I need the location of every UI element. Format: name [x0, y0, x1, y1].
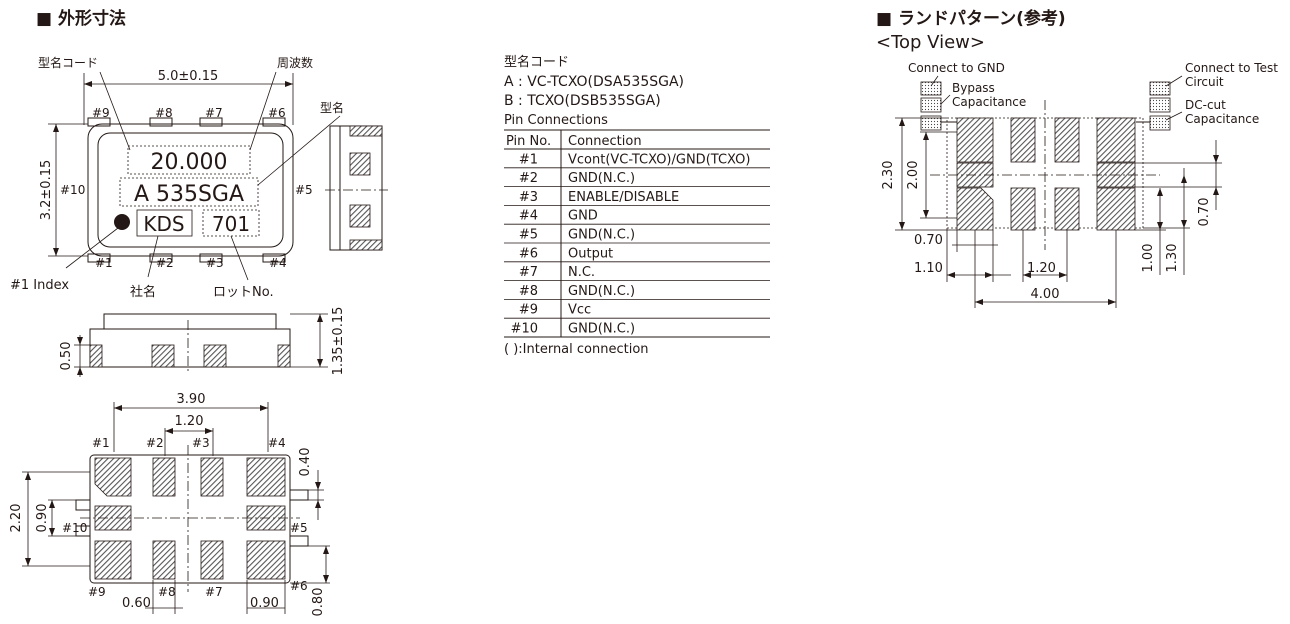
right-side-view	[325, 125, 388, 251]
model-code-label: 型名コード	[38, 55, 98, 70]
land-dim-130: 1.30	[1165, 244, 1180, 273]
pin-table-cell-connection: GND(N.C.)	[568, 284, 635, 299]
bottom-pin-4: #4	[268, 436, 286, 450]
pin-table-header-connection: Connection	[568, 134, 642, 149]
land-pattern: Connect to GND Bypass Capacitance Connec…	[881, 61, 1278, 308]
bottom-pad-w-dim: 0.60	[122, 596, 151, 611]
bottom-pin-7: #7	[205, 585, 223, 599]
bottom-pin-6: #6	[290, 579, 308, 593]
pin-table-cell-pin: #4	[519, 209, 538, 224]
land-subtitle: <Top View>	[876, 32, 985, 53]
frequency-label: 周波数	[277, 55, 313, 70]
top-pin-2: #2	[156, 256, 174, 270]
top-pin-1: #1	[95, 256, 113, 270]
bottom-pin-8: #8	[158, 585, 176, 599]
bottom-pin-9: #9	[88, 585, 106, 599]
pin-table-header-pin: Pin No.	[506, 134, 551, 149]
marking-lot: 701	[212, 212, 250, 236]
land-dim-400: 4.00	[1031, 287, 1060, 302]
top-pin-3: #3	[206, 256, 224, 270]
pin-table: Pin Connections Pin No. Connection #1 Vco…	[504, 113, 770, 357]
pin-table-cell-pin: #3	[519, 190, 538, 205]
bottom-pin-5: #5	[290, 521, 308, 535]
top-height-dim: 3.2±0.15	[39, 160, 54, 221]
bypass-label-2: Capacitance	[952, 95, 1026, 109]
bottom-pitch-dim: 1.20	[175, 414, 204, 429]
lot-label: ロットNo.	[213, 285, 274, 300]
top-pin-4: #4	[269, 256, 287, 270]
pin-table-cell-pin: #9	[519, 303, 538, 318]
pin-table-cell-connection: GND	[568, 209, 598, 224]
top-view: 型名コード 周波数 型名 5.0±0.15 3.2±0.15 #9 #8 #7 …	[10, 55, 344, 300]
bottom-pad-h-dim: 0.40	[298, 448, 313, 477]
bottom-view: 3.90 1.20 #1 #2 #3 #4 #10 #5 #9 #8	[9, 392, 330, 616]
land-dim-230: 2.30	[881, 161, 896, 190]
land-dim-070v: 0.70	[1197, 198, 1212, 227]
bottom-pin-3: #3	[192, 436, 210, 450]
bottom-height-dim: 2.20	[9, 504, 24, 533]
dccut-label-2: Capacitance	[1185, 112, 1259, 126]
bottom-center-dim: 0.90	[35, 504, 50, 533]
test-label-2: Circuit	[1185, 75, 1224, 89]
top-pin-5: #5	[295, 183, 313, 197]
connect-gnd-label: Connect to GND	[908, 61, 1005, 75]
test-label-1: Connect to Test	[1185, 61, 1278, 75]
land-title: ■ ランドパターン(参考)	[876, 8, 1066, 29]
pin-table-cell-connection: GND(N.C.)	[568, 228, 635, 243]
land-dim-070h: 0.70	[914, 233, 943, 248]
outline-title: ■ 外形寸法	[36, 8, 126, 29]
pin-table-cell-connection: Output	[568, 246, 613, 261]
maker-label: 社名	[130, 284, 156, 300]
pin-table-cell-connection: ENABLE/DISABLE	[568, 190, 679, 205]
model-code-heading: 型名コード	[504, 54, 569, 70]
side-pad-height-dim: 0.50	[59, 342, 74, 371]
model-code-b: B : TCXO(DSB535SGA)	[504, 93, 661, 109]
land-dim-100: 1.00	[1141, 244, 1156, 273]
front-side-view: 1.35±0.15 0.50	[59, 307, 346, 377]
model-name-label: 型名	[320, 100, 344, 115]
pin-table-cell-connection: GND(N.C.)	[568, 171, 635, 186]
land-dim-120: 1.20	[1027, 261, 1056, 276]
top-pin-10: #10	[60, 183, 85, 197]
side-height-dim: 1.35±0.15	[331, 307, 346, 376]
pin-table-cell-pin: #1	[519, 152, 538, 167]
top-pin-7: #7	[205, 106, 223, 120]
pin-table-cell-pin: #7	[519, 265, 538, 280]
pin-table-cell-connection: Vcont(VC-TCXO)/GND(TCXO)	[568, 152, 750, 167]
pin-table-cell-pin: #10	[511, 322, 538, 337]
top-pin-6: #6	[268, 106, 286, 120]
bottom-pin-2: #2	[146, 436, 164, 450]
bottom-pin-1: #1	[92, 436, 110, 450]
pin-table-title: Pin Connections	[504, 113, 608, 128]
marking-maker: KDS	[143, 212, 184, 236]
pin-table-cell-connection: Vcc	[568, 303, 591, 318]
model-code-a: A : VC-TCXO(DSA535SGA)	[504, 74, 684, 90]
marking-model: A 535SGA	[134, 182, 244, 207]
bottom-width-dim: 3.90	[177, 392, 206, 407]
pin-table-cell-pin: #5	[519, 228, 538, 243]
bypass-label-1: Bypass	[952, 81, 995, 95]
pin-table-footnote: ( ):Internal connection	[504, 342, 649, 357]
bottom-pin-10: #10	[62, 521, 87, 535]
model-code-block: 型名コード A : VC-TCXO(DSA535SGA) B : TCXO(DS…	[504, 54, 684, 109]
pin-table-cell-connection: N.C.	[568, 265, 595, 280]
top-pin-8: #8	[155, 106, 173, 120]
pin-table-cell-connection: GND(N.C.)	[568, 322, 635, 337]
land-dim-200: 2.00	[906, 161, 921, 190]
index-dot	[114, 214, 130, 230]
pin-table-cell-pin: #2	[519, 171, 538, 186]
pin-table-cell-pin: #6	[519, 246, 538, 261]
index-label: #1 Index	[10, 278, 69, 293]
bottom-pad-w2-dim: 0.90	[250, 596, 279, 611]
top-pin-9: #9	[92, 106, 110, 120]
bottom-bottom-dim: 0.80	[311, 588, 326, 617]
pin-table-cell-pin: #8	[519, 284, 538, 299]
top-width-dim: 5.0±0.15	[158, 69, 219, 84]
marking-frequency: 20.000	[151, 150, 228, 175]
dccut-label-1: DC-cut	[1185, 98, 1226, 112]
land-dim-110: 1.10	[914, 261, 943, 276]
